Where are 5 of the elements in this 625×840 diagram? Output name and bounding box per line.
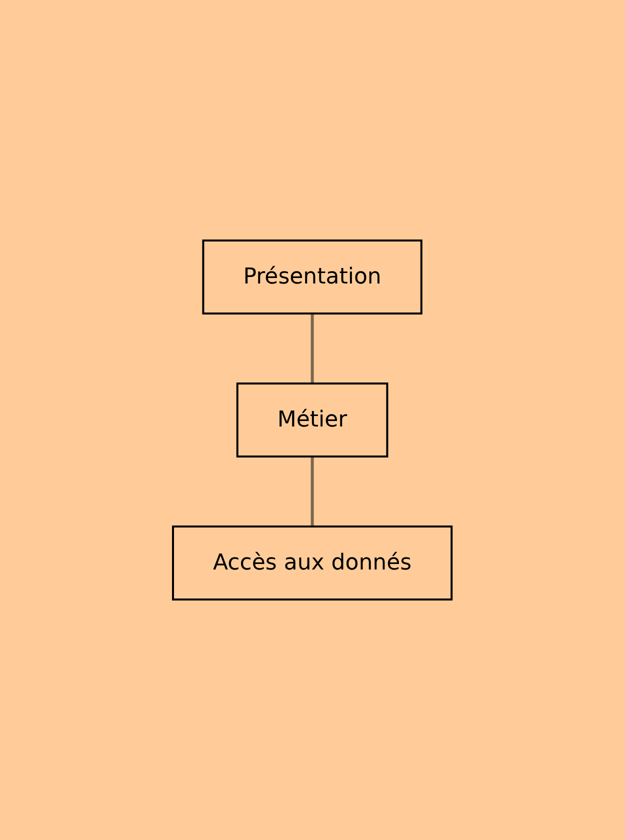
node-box: Métier [236, 382, 388, 458]
connector [311, 456, 314, 526]
node-box: Présentation [202, 240, 423, 314]
connector [311, 314, 314, 384]
node-box: Accès aux donnés [172, 526, 453, 600]
